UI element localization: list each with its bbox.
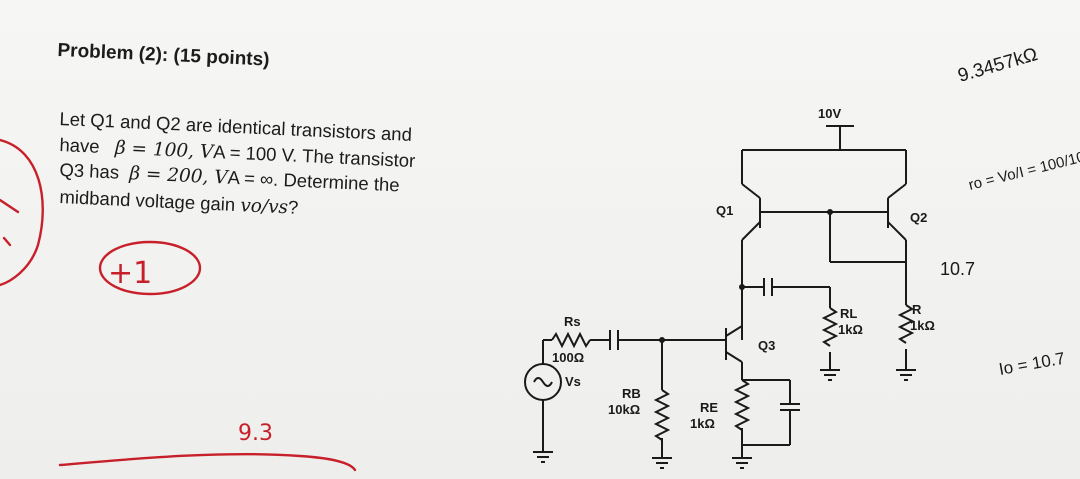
- red-underline: [58, 452, 357, 472]
- pen-note-ro: ro = Vo/I = 100/10.7: [967, 146, 1080, 194]
- label-rs-value: 100Ω: [552, 350, 584, 365]
- label-rl: RL: [840, 306, 857, 321]
- label-q1: Q1: [716, 203, 733, 218]
- label-rl-value: 1kΩ: [838, 322, 863, 337]
- red-note-93: 9.3: [238, 421, 273, 446]
- label-re-value: 1kΩ: [690, 416, 715, 431]
- label-vs: Vs: [565, 374, 581, 389]
- label-rb-value: 10kΩ: [608, 402, 640, 417]
- red-circle-answer: [98, 240, 202, 296]
- label-r-value: 1kΩ: [910, 318, 935, 333]
- pen-note-107: 10.7: [940, 259, 975, 279]
- pen-note-top: 9.3457kΩ: [956, 44, 1040, 87]
- circuit-wires: [524, 125, 915, 458]
- label-q3: Q3: [758, 338, 775, 353]
- ground-symbols: [533, 369, 916, 469]
- label-re: RE: [700, 400, 718, 415]
- red-arc-left: [0, 138, 44, 287]
- label-supply: 10V: [818, 106, 841, 121]
- red-answer-text: +1: [108, 256, 152, 291]
- label-q2: Q2: [910, 210, 927, 225]
- label-rs: Rs: [564, 314, 581, 329]
- red-annotations: [0, 138, 357, 472]
- label-rb: RB: [622, 386, 641, 401]
- label-r: R: [912, 302, 922, 317]
- pen-note-io: Io = 10.7: [997, 349, 1066, 379]
